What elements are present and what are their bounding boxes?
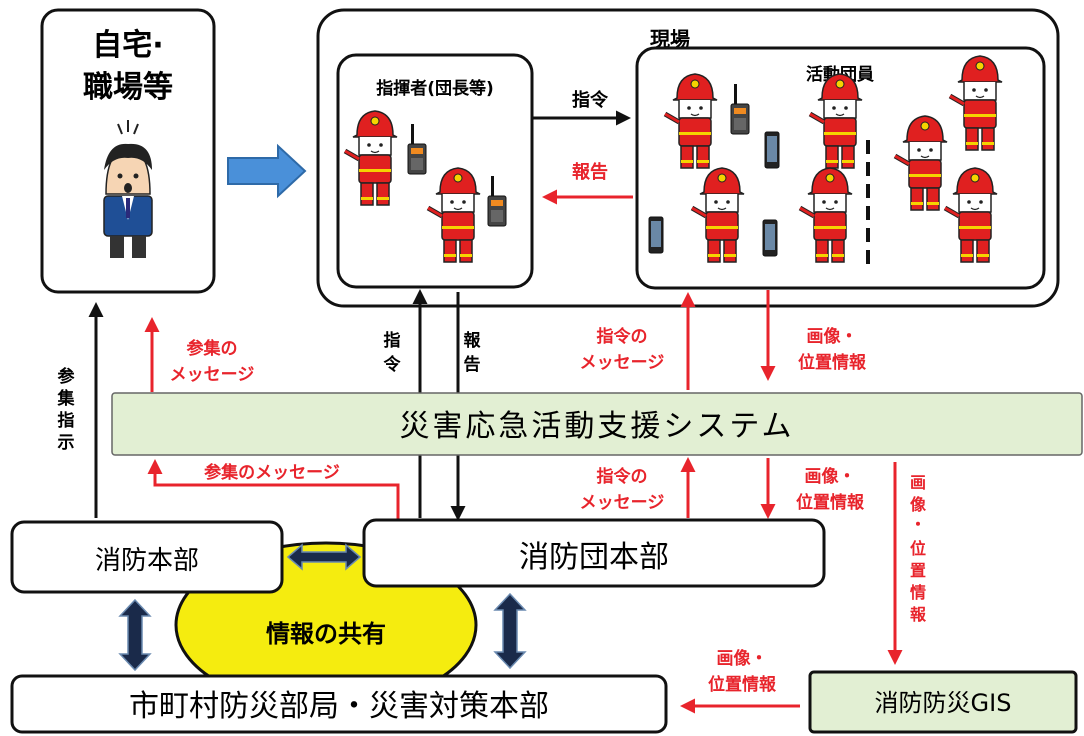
commander-title: 指揮者(団長等) xyxy=(376,78,494,99)
svg-text:置: 置 xyxy=(910,561,926,580)
home-title-line1: 自宅· xyxy=(92,28,163,63)
svg-text:示: 示 xyxy=(58,433,75,453)
cmd-order-label: 指 令 xyxy=(384,330,402,375)
corps-hq-label: 消防団本部 xyxy=(519,540,669,575)
report-label: 報告 xyxy=(572,161,608,183)
gis-label: 消防防災GIS xyxy=(875,689,1012,717)
svg-text:報: 報 xyxy=(464,330,482,351)
svg-text:像: 像 xyxy=(910,495,927,514)
svg-text:令: 令 xyxy=(384,354,402,375)
image-loc-top-2: 位置情報 xyxy=(798,352,867,373)
svg-text:参: 参 xyxy=(58,366,75,387)
order-msg-top-1: 指令の xyxy=(597,326,648,347)
order-msg-bottom-2: メッセージ xyxy=(580,493,665,513)
image-loc-mid-1: 画像・ xyxy=(805,467,856,487)
fire-hq-label: 消防本部 xyxy=(95,546,199,576)
svg-text:位: 位 xyxy=(910,539,926,558)
shared-info-label: 情報の共有 xyxy=(266,620,386,648)
order-label: 指令 xyxy=(572,89,609,111)
corps-municipal-double-arrow xyxy=(493,592,527,670)
system-bar xyxy=(111,392,1083,456)
gis-box xyxy=(808,670,1078,734)
commander-box xyxy=(336,53,534,289)
order-msg-top-2: メッセージ xyxy=(580,353,665,373)
image-loc-mid-2: 位置情報 xyxy=(796,492,865,513)
svg-text:情: 情 xyxy=(910,583,926,602)
svg-text:集: 集 xyxy=(57,388,76,409)
svg-text:告: 告 xyxy=(464,354,481,375)
home-title-line2: 職場等 xyxy=(83,70,173,105)
svg-text:・: ・ xyxy=(910,515,926,534)
svg-text:指: 指 xyxy=(384,330,401,351)
gather-msg-top-2: メッセージ xyxy=(170,365,255,385)
corps-hq-box xyxy=(362,518,826,588)
image-loc-vertical-label: 画 像 ・ 位 置 情 報 xyxy=(910,473,927,624)
dispatch-arrow xyxy=(227,143,307,199)
fire-corps-double-arrow xyxy=(286,543,362,571)
surprised-person-icon xyxy=(103,120,153,258)
municipal-box xyxy=(10,674,668,734)
cmd-report-label: 報 告 xyxy=(464,330,482,375)
system-label: 災害応急活動支援システム xyxy=(399,409,794,444)
gather-instruction-label: 参 集 指 示 xyxy=(57,366,76,453)
svg-text:指: 指 xyxy=(58,410,75,431)
gather-msg-arrow-bottom xyxy=(147,459,400,520)
fire-hq-box xyxy=(10,520,284,594)
municipal-label: 市町村防災部局・災害対策本部 xyxy=(129,689,549,724)
gather-msg-top-1: 参集の xyxy=(187,338,238,359)
gather-msg-bottom: 参集のメッセージ xyxy=(204,462,340,483)
fire-municipal-double-arrow xyxy=(118,598,152,672)
image-loc-gis-2: 位置情報 xyxy=(708,674,777,695)
order-msg-bottom-1: 指令の xyxy=(597,466,648,487)
svg-text:画: 画 xyxy=(910,473,926,492)
svg-text:報: 報 xyxy=(910,605,927,624)
image-loc-gis-1: 画像・ xyxy=(717,649,768,669)
image-loc-top-1: 画像・ xyxy=(807,327,858,347)
